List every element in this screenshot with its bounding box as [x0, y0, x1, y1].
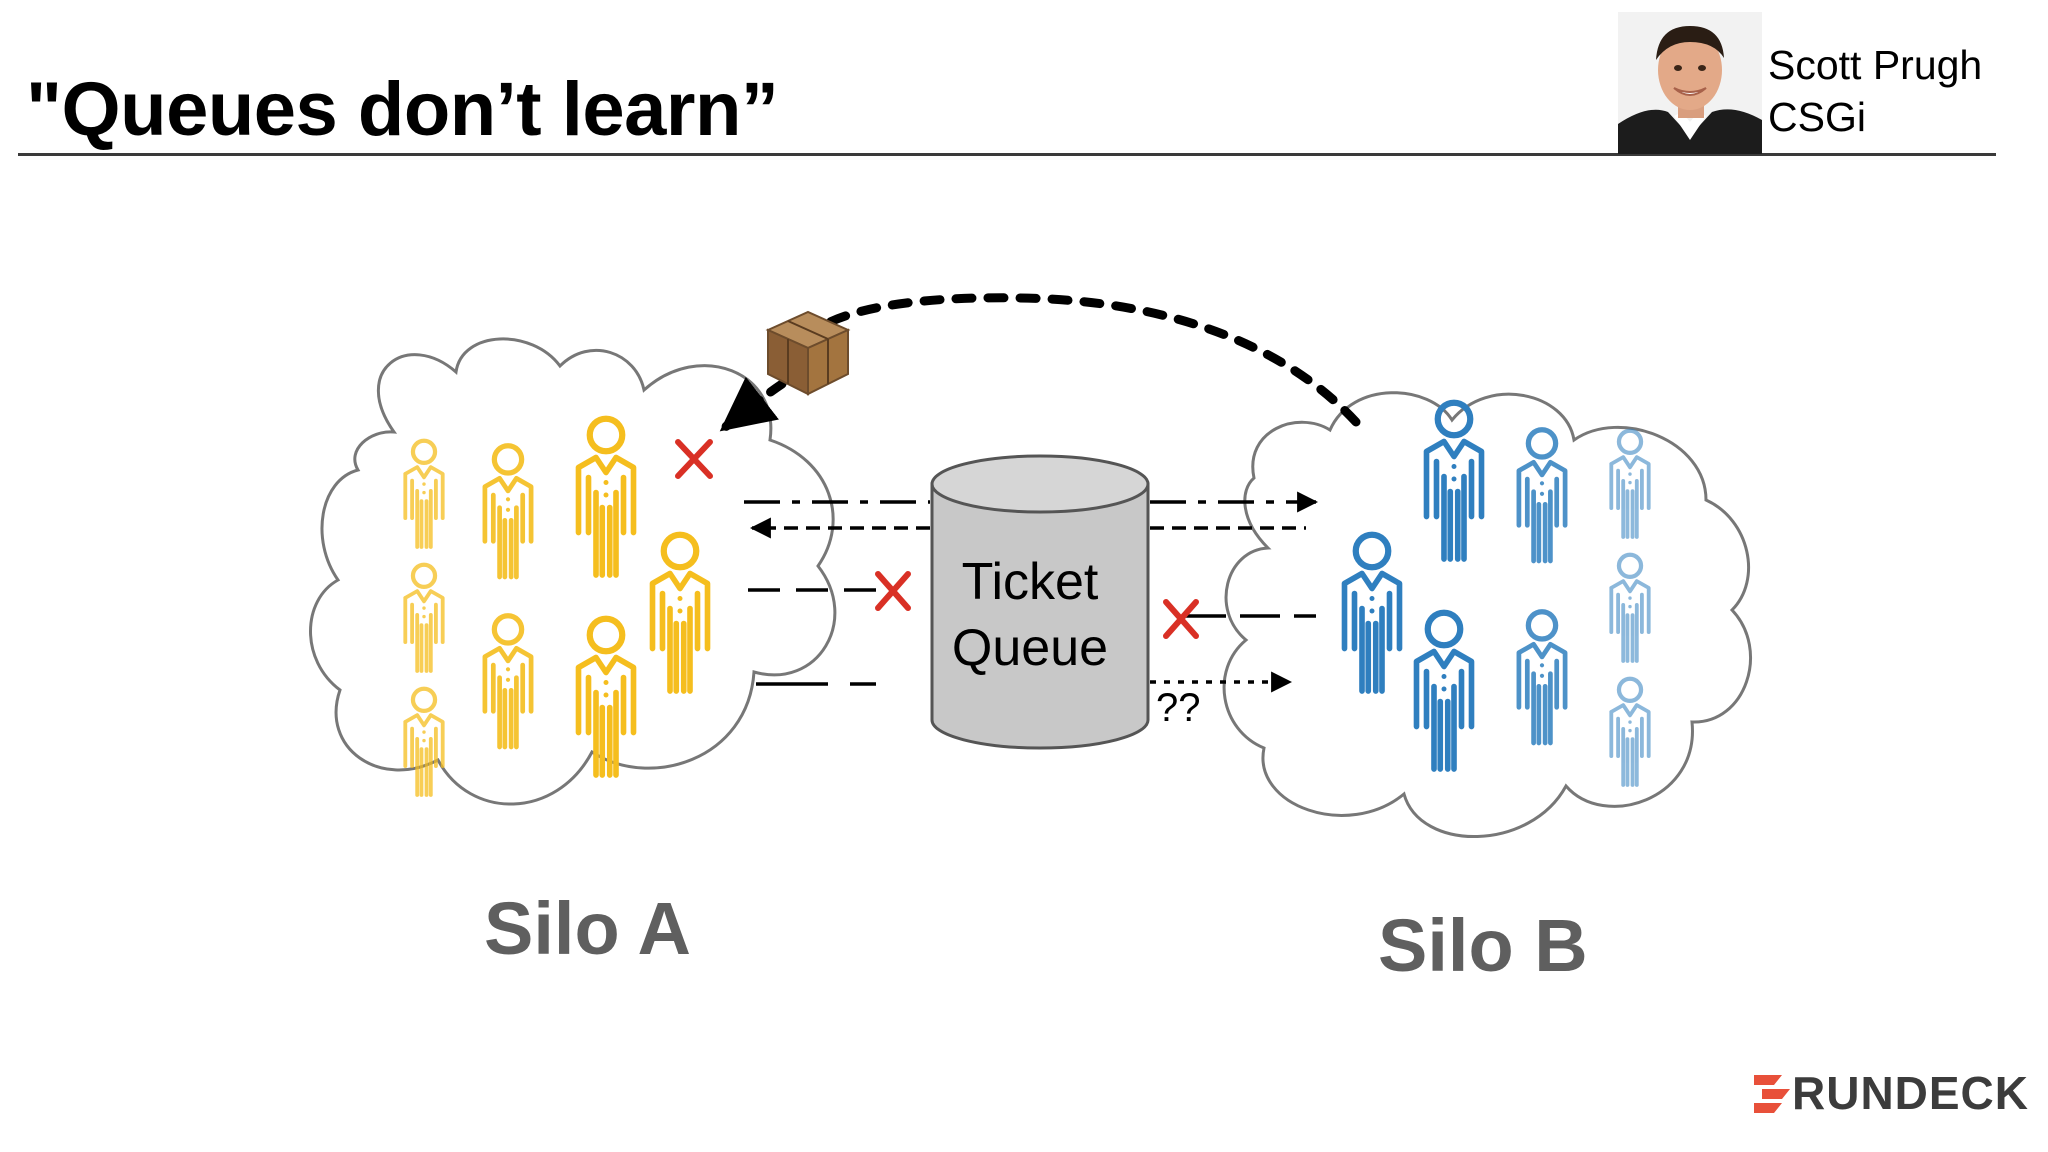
person-icon	[405, 441, 442, 547]
speaker-name: Scott Prugh	[1768, 42, 1983, 88]
brand-wordmark: RUNDECK	[1792, 1067, 2029, 1119]
person-icon	[1519, 612, 1565, 743]
title-divider	[18, 153, 1996, 156]
speaker-organization: CSGi	[1768, 94, 1866, 140]
flow-lines-right	[1150, 491, 1319, 693]
rundeck-logo: RUNDECK	[1752, 1067, 2029, 1119]
person-icon	[405, 565, 442, 671]
silo-b-cloud	[1222, 391, 1752, 838]
slide-title: "Queues don’t learn”	[26, 67, 779, 152]
speaker-photo	[1618, 12, 1762, 154]
person-icon	[1345, 535, 1400, 691]
person-icon	[1611, 555, 1648, 661]
person-icon	[405, 689, 442, 795]
person-icon	[653, 535, 708, 691]
person-icon	[1417, 613, 1472, 769]
person-icon	[485, 446, 531, 577]
red-x-icon	[875, 571, 911, 611]
red-x-icon	[675, 439, 713, 479]
person-icon	[579, 619, 634, 775]
person-icon	[1427, 403, 1482, 559]
rundeck-mark-icon	[1754, 1075, 1790, 1113]
ticket-queue-cylinder	[930, 454, 1150, 750]
silo-a-cloud	[309, 337, 837, 806]
escalation-curve	[825, 293, 1361, 427]
person-icon	[485, 616, 531, 747]
person-icon	[1611, 431, 1648, 537]
person-icon	[1611, 679, 1648, 785]
unknown-destination-label: ??	[1156, 686, 1201, 730]
silo-b-label: Silo B	[1378, 904, 1588, 987]
silo-b-people	[1345, 403, 1649, 785]
queue-label-line1: Ticket	[961, 553, 1099, 611]
silo-a-label: Silo A	[484, 887, 691, 970]
red-x-icon	[1163, 599, 1199, 639]
package-box-icon	[765, 310, 851, 396]
person-icon	[579, 419, 634, 575]
package-drop-line	[719, 376, 787, 433]
queue-label-line2: Queue	[951, 619, 1109, 677]
silo-a-people	[405, 419, 707, 795]
person-icon	[1519, 430, 1565, 561]
flow-lines-left	[744, 500, 930, 686]
